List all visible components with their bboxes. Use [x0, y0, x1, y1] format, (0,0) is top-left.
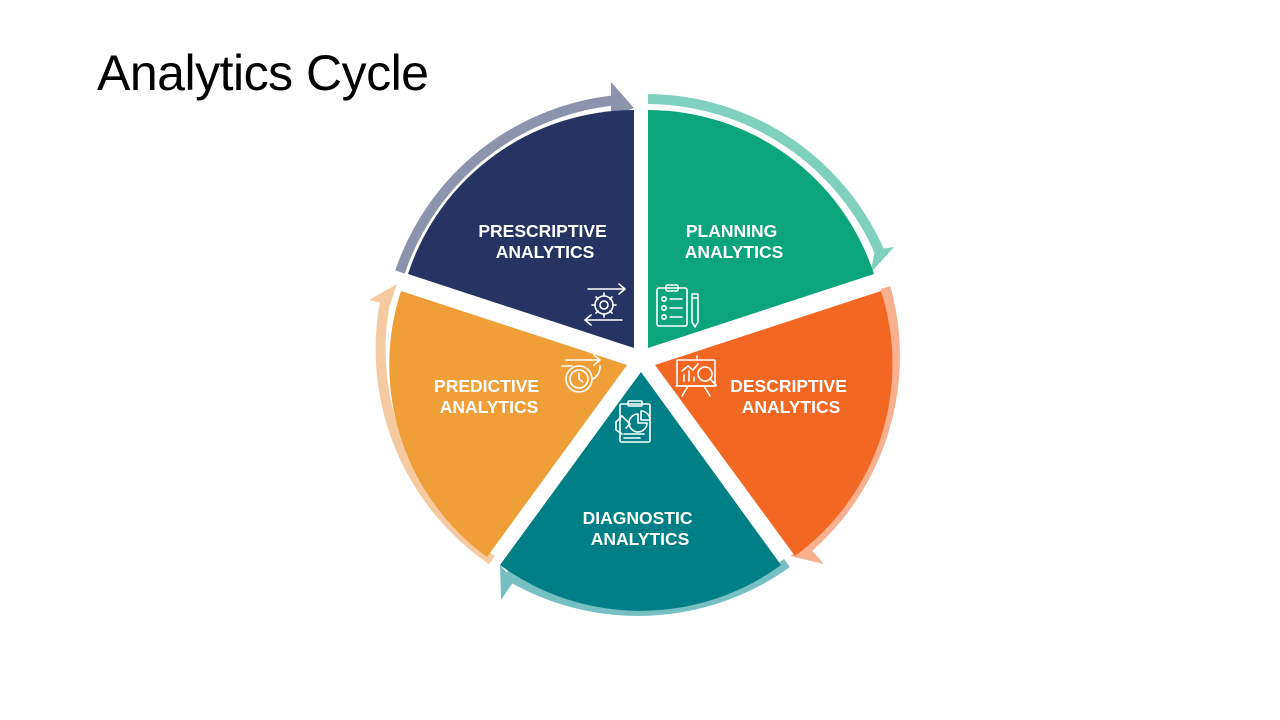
ring-arc-planning [647, 94, 894, 273]
ring-arc-predictive [369, 284, 495, 565]
ring-arc-descriptive [790, 286, 900, 564]
cycle-ring [369, 82, 900, 616]
presentation-chart-search-icon [675, 355, 717, 397]
wedge-planning [648, 110, 874, 348]
descriptive-label: DESCRIPTIVE ANALYTICS [730, 376, 852, 417]
prescriptive-label: PRESCRIPTIVE ANALYTICS [478, 221, 611, 262]
planning-label: PLANNING ANALYTICS [685, 221, 784, 262]
clipboard-checklist-icon [656, 284, 699, 328]
wedge-diagnostic [500, 372, 781, 611]
report-pie-hand-icon [615, 400, 651, 443]
wedge-predictive [389, 291, 627, 557]
wedge-descriptive [655, 291, 893, 556]
predictive-label: PREDICTIVE ANALYTICS [434, 376, 544, 417]
clock-forward-icon [561, 354, 601, 393]
cycle-wedges [389, 110, 893, 611]
ring-arc-prescriptive [395, 82, 634, 274]
diagnostic-label: DIAGNOSTIC ANALYTICS [583, 508, 698, 549]
gear-arrows-icon [584, 283, 626, 326]
slide-title: Analytics Cycle [97, 45, 429, 101]
segment-labels: PLANNING ANALYTICS DESCRIPTIVE ANALYTICS… [434, 221, 852, 549]
wedge-prescriptive [408, 110, 634, 348]
